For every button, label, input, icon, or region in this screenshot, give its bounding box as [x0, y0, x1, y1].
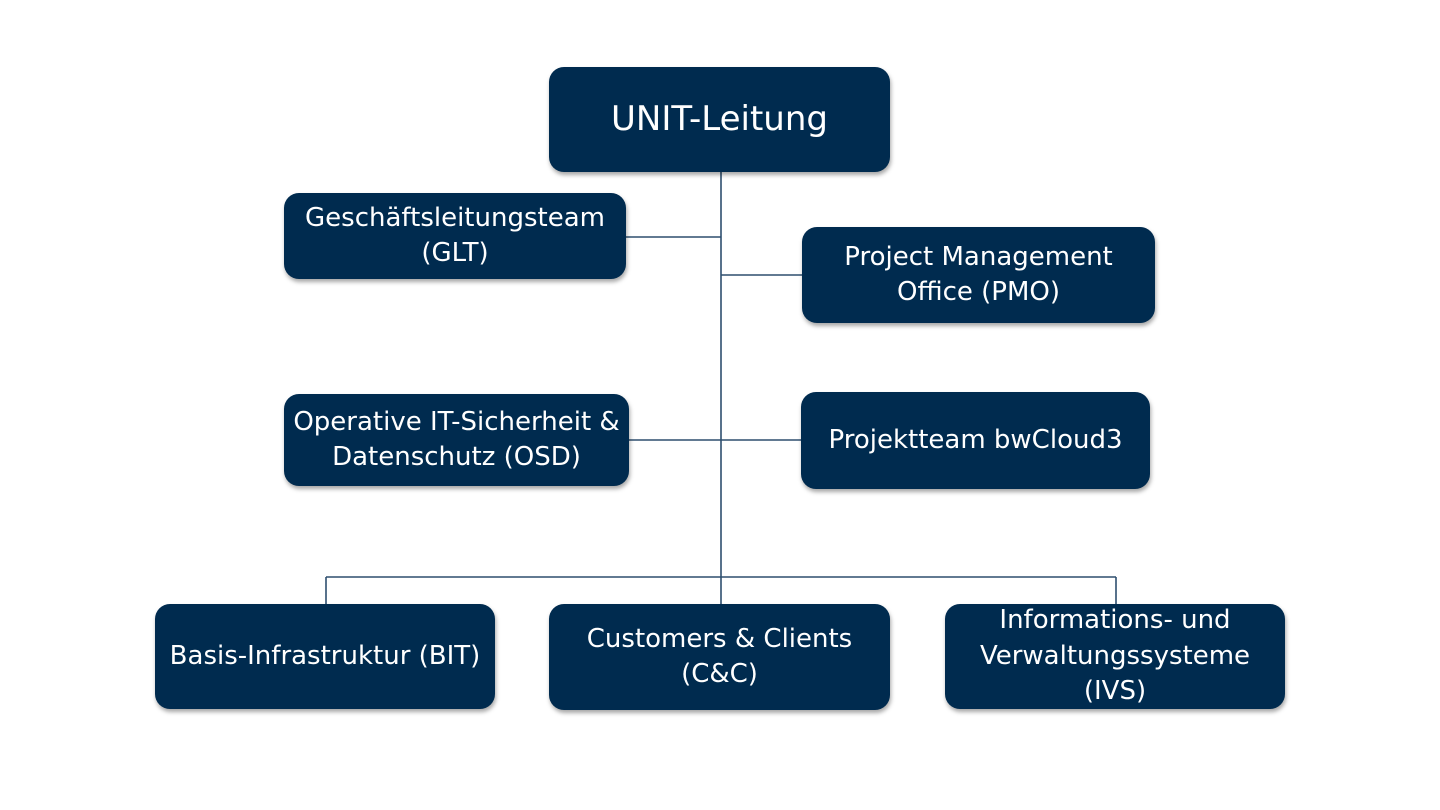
bit-box: Basis-Infrastruktur (BIT): [155, 604, 495, 709]
bwcloud3-box: Projektteam bwCloud3: [801, 392, 1150, 489]
unit-leitung-box: UNIT-Leitung: [549, 67, 890, 172]
ivs-line-3: (IVS): [1083, 676, 1147, 707]
glt-box: Geschäftsleitungsteam (GLT): [284, 193, 626, 279]
cc-line-2: (C&C): [681, 659, 758, 689]
ivs-label: Informations- und Verwaltungssysteme (IV…: [980, 603, 1250, 709]
osd-line-2: Datenschutz (OSD): [332, 442, 581, 472]
glt-label: Geschäftsleitungsteam (GLT): [305, 201, 605, 272]
glt-line-1: Geschäftsleitungsteam: [305, 202, 605, 233]
ivs-box: Informations- und Verwaltungssysteme (IV…: [945, 604, 1285, 709]
ivs-line-2: Verwaltungssysteme: [979, 640, 1251, 671]
glt-line-2: (GLT): [421, 238, 489, 268]
bit-line-1: Basis-Infrastruktur (BIT): [169, 640, 481, 671]
pmo-line-1: Project Management: [844, 241, 1113, 272]
osd-box: Operative IT-Sicherheit & Datenschutz (O…: [284, 394, 629, 486]
osd-line-1: Operative IT-Sicherheit &: [293, 406, 620, 437]
ivs-line-1: Informations- und: [999, 605, 1231, 636]
pmo-box: Project Management Office (PMO): [802, 227, 1155, 323]
cc-label: Customers & Clients (C&C): [587, 622, 852, 693]
pmo-label: Project Management Office (PMO): [844, 240, 1113, 311]
unit-leitung-line-1: UNIT-Leitung: [611, 99, 828, 140]
osd-label: Operative IT-Sicherheit & Datenschutz (O…: [293, 405, 619, 476]
bwcloud3-line-1: Projektteam bwCloud3: [828, 424, 1123, 455]
pmo-line-2: Office (PMO): [896, 277, 1061, 307]
bwcloud3-label: Projektteam bwCloud3: [828, 423, 1122, 458]
cc-line-1: Customers & Clients: [586, 623, 853, 654]
cc-box: Customers & Clients (C&C): [549, 604, 890, 710]
unit-leitung-label: UNIT-Leitung: [611, 96, 828, 142]
bit-label: Basis-Infrastruktur (BIT): [170, 639, 481, 674]
